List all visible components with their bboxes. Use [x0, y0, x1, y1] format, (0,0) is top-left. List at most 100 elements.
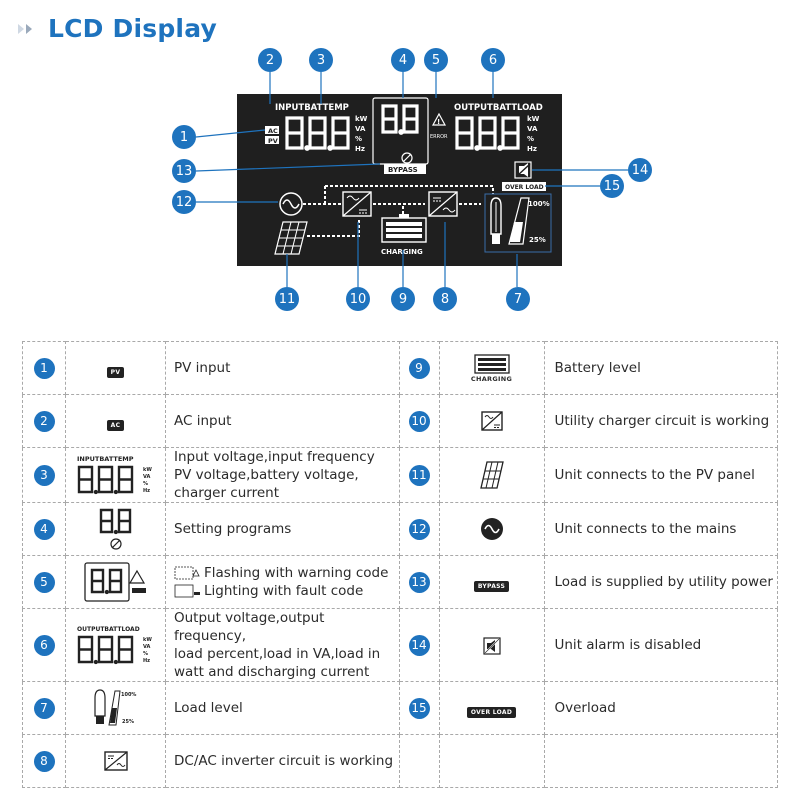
callout-2: 2 — [258, 48, 282, 72]
callout-14: 14 — [628, 158, 652, 182]
row-number: 2 — [33, 410, 55, 432]
row-number: 6 — [33, 634, 55, 656]
legend-text: Utility charger circuit is working — [543, 394, 778, 448]
segment-digit — [331, 116, 350, 150]
callout-12: 12 — [172, 190, 196, 214]
callout-3: 3 — [309, 48, 333, 72]
flashing-warning-icon — [174, 566, 200, 580]
unit-va: VA — [143, 474, 151, 480]
segment-digit — [381, 104, 398, 134]
lcd-pv-tag-box — [265, 136, 279, 144]
legend-text: Overload — [543, 681, 778, 735]
row-number: 4 — [33, 518, 55, 540]
row-number: 10 — [408, 410, 430, 432]
lcd-in-unit-va: VA — [355, 125, 366, 133]
lcd-load-low: 25% — [529, 236, 546, 244]
callout-7: 7 — [506, 287, 530, 311]
setting-digits-icon — [99, 508, 131, 550]
row-number: 8 — [33, 750, 55, 772]
segment-dot — [113, 529, 118, 535]
legend-text-line: Lighting with fault code — [204, 583, 364, 599]
lcd-in-unit-kw: kW — [355, 115, 368, 123]
lcd-load-bar-icon — [508, 197, 530, 245]
page-title: LCD Display — [48, 14, 217, 43]
double-arrow-icon — [18, 23, 32, 34]
lcd-output-label: OUTPUTBATTLOAD — [454, 103, 543, 113]
pv-tag-icon: PV — [106, 366, 125, 378]
legend-text: DC/AC inverter circuit is working — [165, 734, 400, 788]
lcd-out-unit-va: VA — [527, 125, 538, 133]
segment-digit — [77, 635, 93, 664]
lcd-setting-digits — [381, 104, 419, 135]
table-row: 7 100% 25% Load level 15 OVER LOAD Overl… — [22, 681, 778, 735]
segment-dot — [104, 589, 109, 595]
legend-text: Unit alarm is disabled — [543, 608, 778, 682]
alarm-disabled-icon — [482, 637, 501, 655]
lcd-bypass-tag: BYPASS — [388, 166, 418, 174]
lcd-input-label: INPUTBATTEMP — [275, 103, 349, 113]
segment-digit — [99, 508, 113, 534]
callout-15: 15 — [600, 174, 624, 198]
legend-text: Load is supplied by utility power — [543, 555, 778, 609]
overload-tag-icon: OVER LOAD — [466, 706, 517, 718]
lcd-bypass-box — [384, 164, 426, 174]
lcd-load-high: 100% — [528, 200, 550, 208]
callout-4: 4 — [391, 48, 415, 72]
lcd-ac-tag: AC — [268, 127, 278, 135]
segment-digit — [117, 635, 133, 664]
table-row: 6 OUTPUTBATTLOAD kW VA % Hz Output volta… — [22, 608, 778, 682]
legend-text-line: Input voltage,input frequency — [174, 449, 375, 465]
row-number: 3 — [33, 464, 55, 486]
input-display-icon: INPUTBATTEMP kW VA % Hz — [77, 455, 152, 495]
unit-pct: % — [143, 481, 148, 487]
svg-text:!: ! — [437, 118, 440, 126]
lcd-battery-icon — [381, 214, 427, 243]
legend-text: Setting programs — [165, 502, 400, 556]
unit-hz: Hz — [143, 658, 150, 664]
segment-digit — [117, 508, 131, 534]
ac-tag-icon: AC — [106, 419, 125, 431]
input-display-label: INPUTBATTEMP — [77, 455, 134, 463]
table-row: 2 AC AC input 10 Utility charger circuit… — [22, 394, 778, 448]
callout-10: 10 — [346, 287, 370, 311]
lcd-charger-icon — [342, 191, 372, 217]
title-row: LCD Display — [16, 14, 217, 43]
lcd-in-unit-pct: % — [355, 135, 362, 143]
callout-5: 5 — [424, 48, 448, 72]
row-number: 12 — [408, 518, 430, 540]
fault-code-icon — [174, 584, 200, 598]
lcd-overload-box — [502, 182, 546, 191]
segment-digit — [285, 116, 304, 150]
row-number: 1 — [33, 357, 55, 379]
lcd-alarm-disabled-icon — [514, 161, 532, 179]
inverter-circuit-icon — [103, 751, 128, 771]
unit-kw: kW — [143, 637, 152, 643]
lcd-ac-tag-box — [265, 126, 279, 134]
lcd-warning-icon — [431, 112, 447, 126]
legend-text: AC input — [165, 394, 400, 448]
lcd-in-unit-hz: Hz — [355, 145, 365, 153]
legend-text-line: PV voltage,battery voltage, — [174, 467, 359, 483]
unit-pct: % — [143, 651, 148, 657]
legend-text-line: Flashing with warning code — [204, 565, 389, 581]
table-row: 3 INPUTBATTEMP kW VA % Hz Input voltage,… — [22, 447, 778, 503]
output-display-icon: OUTPUTBATTLOAD kW VA % Hz — [77, 626, 152, 665]
lcd-wrench-icon — [401, 152, 413, 164]
legend-text-line: charger current — [174, 485, 279, 501]
callout-13: 13 — [172, 159, 196, 183]
legend-text: PV input — [165, 341, 400, 395]
segment-digit — [108, 568, 122, 594]
row-number: 14 — [408, 634, 430, 656]
segment-dot — [93, 489, 98, 495]
segment-digit — [117, 465, 133, 494]
lcd-input-digits — [285, 116, 350, 151]
lcd-out-unit-kw: kW — [527, 115, 540, 123]
unit-kw: kW — [143, 467, 152, 473]
warning-digits-icon — [83, 562, 146, 602]
segment-digit — [501, 116, 520, 150]
lcd-inverter-icon — [428, 191, 458, 217]
lcd-bulb-icon — [490, 197, 502, 244]
lcd-charging-tag: CHARGING — [381, 248, 423, 256]
lcd-mains-icon — [279, 192, 303, 216]
bypass-tag-icon: BYPASS — [473, 580, 510, 592]
